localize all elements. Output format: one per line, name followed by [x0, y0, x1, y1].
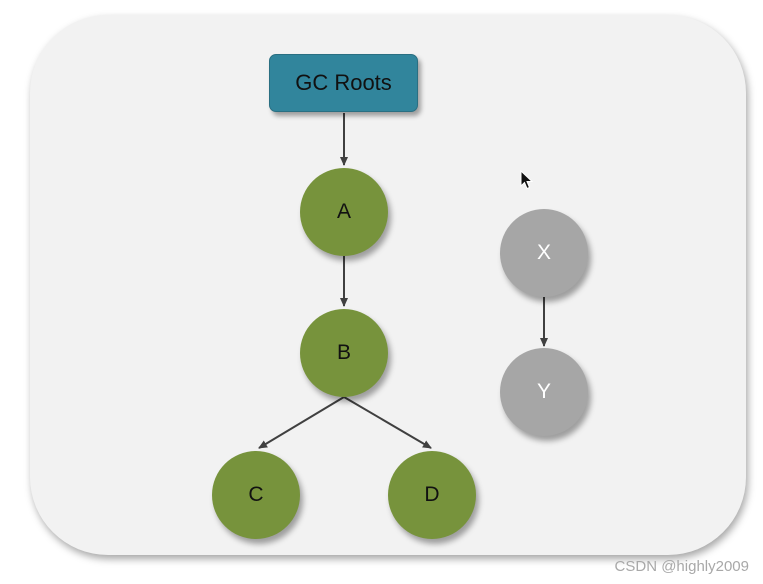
edge-b-c — [258, 396, 345, 449]
node-d: D — [388, 451, 476, 539]
node-b: B — [300, 309, 388, 397]
node-c-label: C — [248, 483, 264, 506]
node-y-label: Y — [536, 380, 551, 403]
node-x: X — [500, 209, 588, 297]
node-a: A — [300, 168, 388, 256]
node-c: C — [212, 451, 300, 539]
gc-roots-node: GC Roots — [269, 54, 418, 112]
watermark-text: CSDN @highly2009 — [614, 558, 749, 575]
mouse-pointer-icon — [520, 170, 534, 190]
node-a-label: A — [336, 200, 351, 223]
node-y: Y — [500, 348, 588, 436]
gc-roots-label: GC Roots — [295, 70, 392, 95]
node-d-label: D — [424, 483, 440, 506]
node-x-label: X — [536, 241, 551, 264]
edge-b-d — [343, 396, 432, 449]
node-b-label: B — [336, 341, 351, 364]
